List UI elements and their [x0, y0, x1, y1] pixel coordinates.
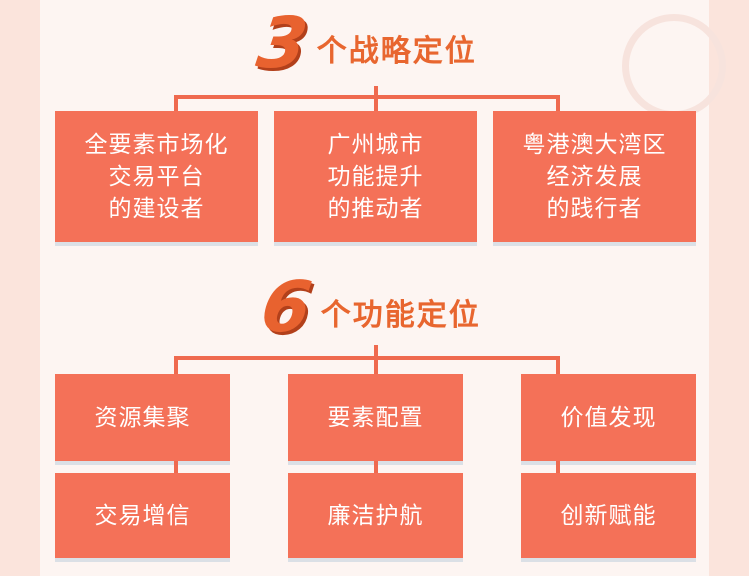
- decorative-ring: [622, 14, 726, 118]
- connector-stem: [374, 86, 378, 98]
- function-box-3: 价值发现: [521, 374, 696, 461]
- strategic-box-1: 全要素市场化 交易平台 的建设者: [55, 111, 258, 242]
- connector-horizontal: [174, 356, 560, 360]
- function-box-4: 交易增信: [55, 473, 230, 558]
- function-box-text: 要素配置: [327, 404, 424, 431]
- function-box-text: 交易增信: [94, 502, 191, 529]
- connector-link: [174, 461, 178, 473]
- function-box-2: 要素配置: [288, 374, 463, 461]
- connector-link: [556, 461, 560, 473]
- connector-drop: [374, 356, 378, 374]
- connector-drop: [556, 95, 560, 111]
- strategic-box-2: 广州城市 功能提升 的推动者: [274, 111, 477, 242]
- functional-title: 6 个功能定位: [256, 266, 481, 348]
- function-box-text: 价值发现: [560, 404, 657, 431]
- connector-drop: [374, 95, 378, 111]
- connector-stem: [374, 345, 378, 359]
- strategic-number: 3: [252, 2, 313, 84]
- strategic-box-text: 全要素市场化 交易平台 的建设者: [84, 131, 229, 222]
- functional-number: 6: [256, 266, 317, 348]
- strategic-box-text: 粤港澳大湾区 经济发展 的践行者: [522, 131, 667, 222]
- connector-horizontal: [174, 95, 560, 99]
- function-box-text: 创新赋能: [560, 502, 657, 529]
- strategic-title-text: 个战略定位: [316, 34, 477, 69]
- strategic-box-text: 广州城市 功能提升 的推动者: [327, 131, 424, 222]
- strategic-title: 3 个战略定位: [252, 2, 477, 84]
- connector-link: [374, 461, 378, 473]
- connector-drop: [556, 356, 560, 374]
- strategic-box-3: 粤港澳大湾区 经济发展 的践行者: [493, 111, 696, 242]
- connector-drop: [174, 356, 178, 374]
- function-box-6: 创新赋能: [521, 473, 696, 558]
- connector-drop: [174, 95, 178, 111]
- function-box-5: 廉洁护航: [288, 473, 463, 558]
- function-box-text: 资源集聚: [94, 404, 191, 431]
- functional-title-text: 个功能定位: [320, 298, 481, 333]
- function-box-text: 廉洁护航: [327, 502, 424, 529]
- function-box-1: 资源集聚: [55, 374, 230, 461]
